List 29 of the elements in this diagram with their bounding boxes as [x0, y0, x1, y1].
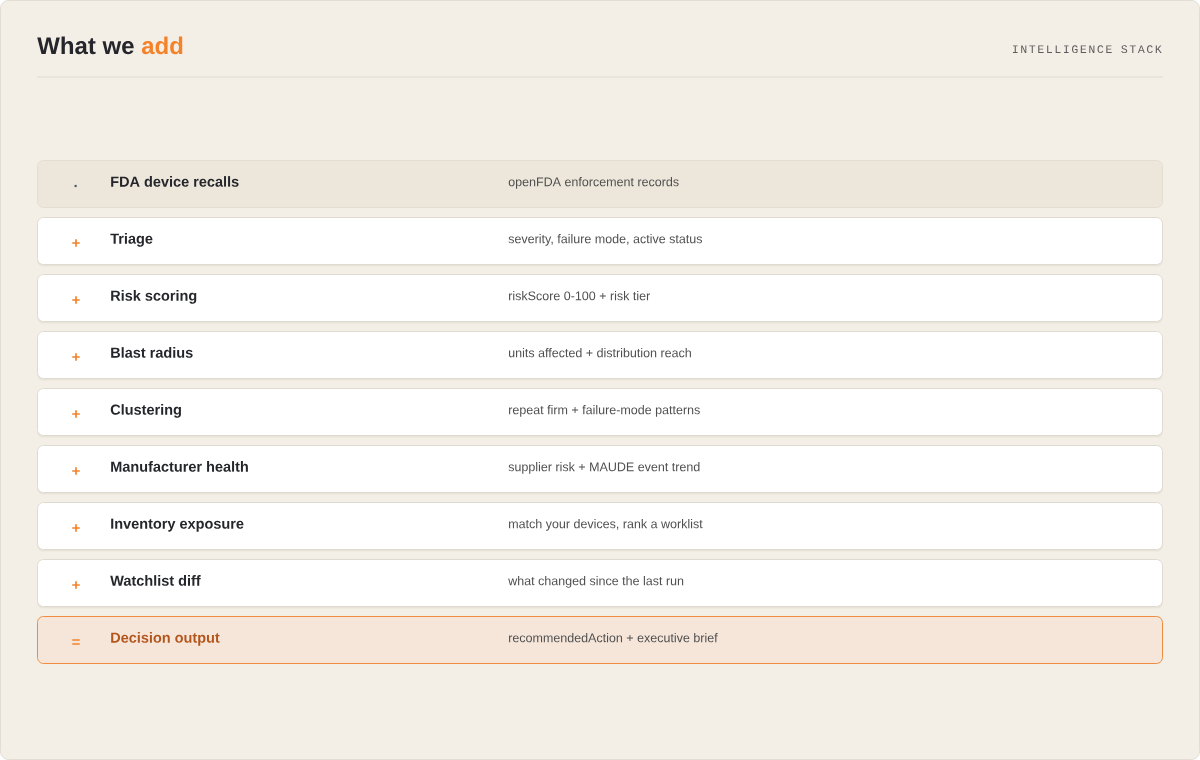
- step-description: severity, failure mode, active status: [508, 234, 703, 246]
- step-title: Clustering: [110, 404, 181, 418]
- plus-sign: +: [72, 353, 80, 361]
- plus-sign: +: [72, 410, 80, 418]
- equals-sign: =: [72, 639, 80, 645]
- step-title: Watchlist diff: [110, 575, 201, 586]
- step-description: supplier risk + MAUDE event trend: [508, 462, 700, 474]
- step-title: Triage: [110, 233, 153, 247]
- step-description: riskScore 0-100 + risk tier: [509, 291, 651, 301]
- step-description: units affected + distribution reach: [509, 348, 691, 358]
- step-title: Decision output: [111, 632, 220, 646]
- plus-sign: +: [72, 524, 80, 532]
- bullet-dot: ·: [74, 184, 77, 188]
- plus-sign: +: [72, 296, 80, 304]
- plus-sign: +: [72, 467, 80, 475]
- plus-sign: +: [72, 239, 80, 247]
- plus-sign: +: [72, 581, 80, 589]
- step-title: Blast radius: [111, 347, 193, 358]
- step-description: match your devices, rank a worklist: [509, 519, 703, 531]
- step-description: recommendedAction + executive brief: [509, 633, 718, 643]
- step-description: repeat firm + failure-mode patterns: [509, 405, 700, 417]
- section-label: INTELLIGENCE STACK: [1012, 45, 1162, 54]
- step-title: Manufacturer health: [111, 461, 248, 472]
- step-description: openFDA enforcement records: [508, 177, 679, 189]
- step-description: what changed since the last run: [508, 576, 684, 588]
- step-title: Inventory exposure: [111, 518, 244, 532]
- step-title: FDA device recalls: [111, 176, 239, 187]
- step-title: Risk scoring: [111, 290, 197, 304]
- page-title: What we add: [37, 36, 183, 55]
